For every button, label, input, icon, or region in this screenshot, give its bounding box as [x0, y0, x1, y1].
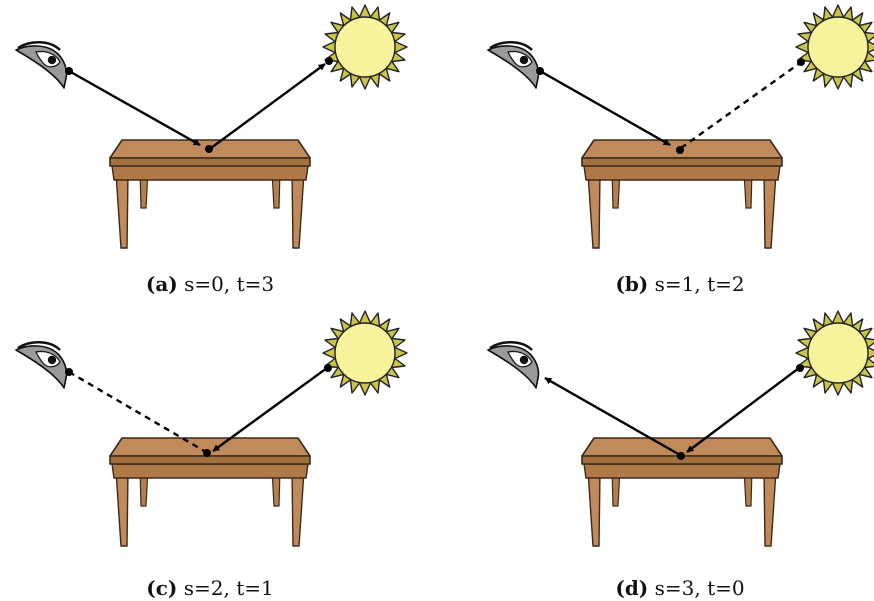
table-icon	[110, 140, 310, 248]
eye-vertex	[65, 67, 73, 75]
light-path-dashed	[681, 63, 800, 148]
caption-c: (c) s=2, t=1	[60, 576, 360, 600]
eye-vertex	[65, 368, 73, 376]
caption-text: s=1, t=2	[655, 272, 745, 296]
sun-icon	[323, 5, 407, 89]
caption-d: (d) s=3, t=0	[530, 576, 830, 600]
sun-icon	[323, 311, 407, 395]
eye-icon	[16, 342, 67, 388]
sun-icon	[796, 311, 874, 395]
eye-path	[69, 71, 200, 145]
caption-label: (d)	[615, 576, 648, 600]
table-icon	[582, 140, 782, 248]
light-vertex	[324, 364, 332, 372]
eye-icon	[16, 42, 67, 88]
eye-vertex	[536, 67, 544, 75]
surface-vertex	[676, 146, 684, 154]
sun-icon	[796, 5, 874, 89]
panel-d	[488, 311, 874, 546]
light-vertex	[325, 57, 333, 65]
caption-label: (c)	[146, 576, 177, 600]
light-vertex	[797, 58, 805, 66]
caption-text: s=3, t=0	[655, 576, 745, 600]
eye-icon	[488, 42, 539, 88]
surface-vertex	[677, 452, 685, 460]
eye-icon	[488, 342, 539, 388]
caption-b: (b) s=1, t=2	[530, 272, 830, 296]
caption-label: (b)	[615, 272, 648, 296]
caption-text: s=2, t=1	[184, 576, 274, 600]
panel-c	[16, 311, 407, 546]
surface-vertex	[205, 145, 213, 153]
panel-a	[16, 5, 407, 248]
caption-a: (a) s=0, t=3	[60, 272, 360, 296]
surface-vertex	[203, 449, 211, 457]
caption-label: (a)	[146, 272, 178, 296]
caption-text: s=0, t=3	[184, 272, 274, 296]
panel-b	[488, 5, 874, 248]
light-path	[211, 64, 325, 148]
eye-path	[540, 71, 670, 145]
light-vertex	[796, 364, 804, 372]
